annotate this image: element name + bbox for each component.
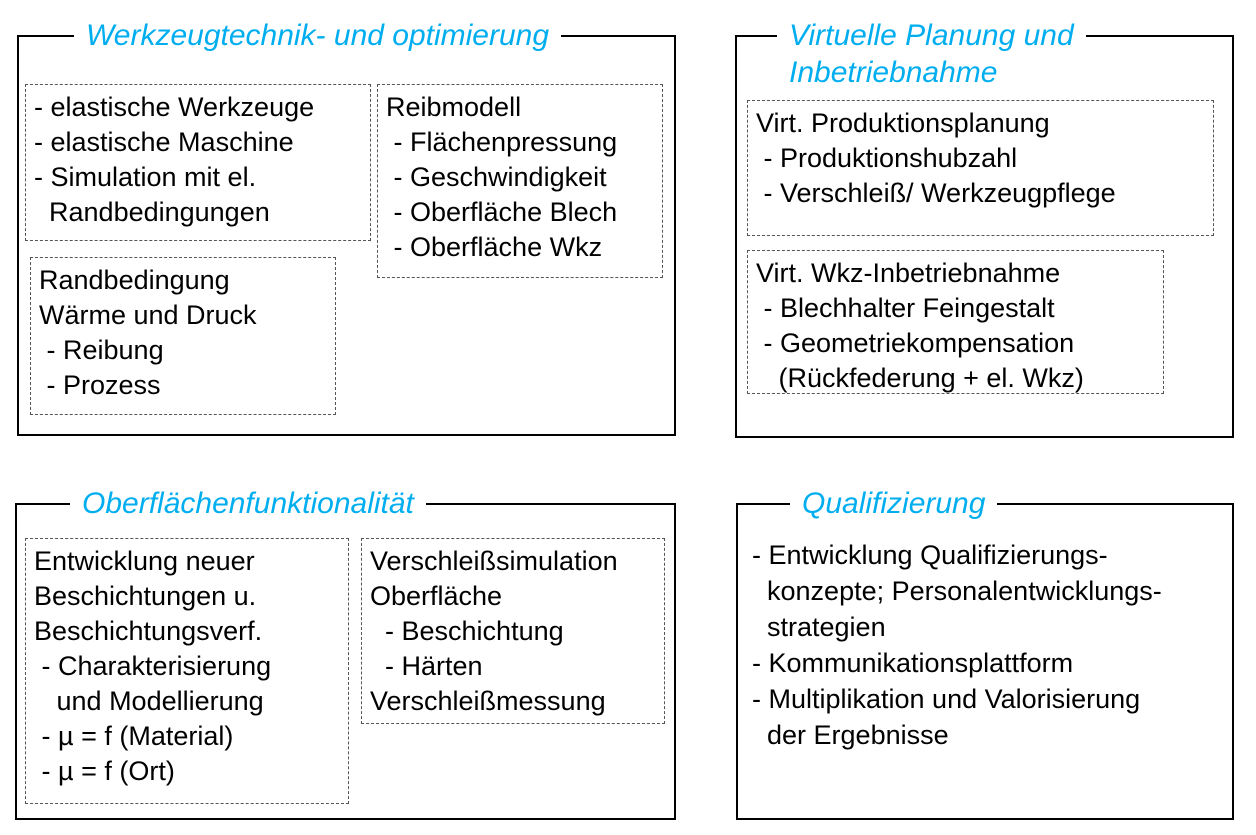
topic-box-randbedingung: Randbedingung Wärme und Druck - Reibung … bbox=[30, 257, 336, 415]
panel-qualifizierung-title: Qualifizierung bbox=[790, 485, 998, 522]
topic-box-entwicklung-beschichtungen: Entwicklung neuer Beschichtungen u. Besc… bbox=[25, 538, 349, 804]
panel-werkzeugtechnik: Werkzeugtechnik- und optimierung - elast… bbox=[17, 17, 676, 436]
panel-virtuelle-planung-title: Virtuelle Planung und Inbetriebnahme bbox=[777, 17, 1086, 91]
topic-box-virt-produktionsplanung: Virt. Produktionsplanung - Produktionshu… bbox=[747, 100, 1214, 236]
topic-box-elastische-werkzeuge: - elastische Werkzeuge - elastische Masc… bbox=[25, 84, 371, 241]
panel-oberflaechenfunktionalitaet: Oberflächenfunktionalität Entwicklung ne… bbox=[15, 485, 676, 820]
panel-virtuelle-planung: Virtuelle Planung und Inbetriebnahme Vir… bbox=[735, 17, 1234, 438]
topic-box-reibmodell: Reibmodell - Flächenpressung - Geschwind… bbox=[377, 84, 663, 278]
qualifizierung-item-list: - Entwicklung Qualifizierungs- konzepte;… bbox=[752, 540, 1162, 750]
topic-box-verschleisssimulation: Verschleißsimulation Oberfläche - Beschi… bbox=[361, 538, 665, 724]
panel-oberflaechenfunktionalitaet-title: Oberflächenfunktionalität bbox=[70, 485, 426, 522]
topic-box-virt-wkz-inbetriebnahme: Virt. Wkz-Inbetriebnahme - Blechhalter F… bbox=[747, 250, 1164, 394]
panel-werkzeugtechnik-title: Werkzeugtechnik- und optimierung bbox=[74, 17, 562, 54]
panel-qualifizierung: Qualifizierung - Entwicklung Qualifizier… bbox=[736, 485, 1234, 820]
